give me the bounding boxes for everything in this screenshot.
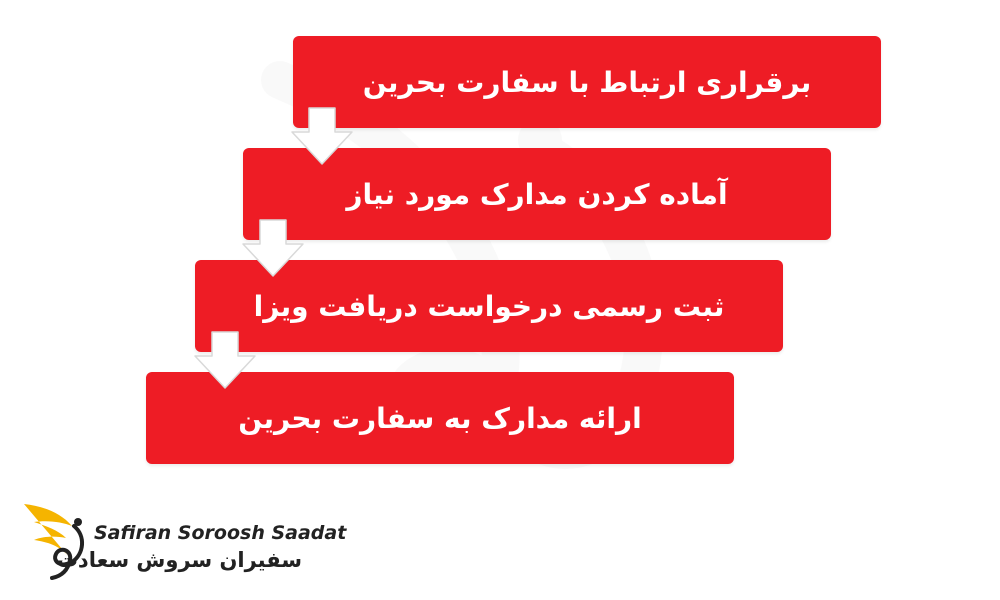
step-4-box: ارائه مدارک به سفارت بحرین [146, 372, 734, 464]
swan-wing-icon [24, 504, 84, 580]
arrow-down-icon [194, 331, 256, 389]
step-2-label: آماده کردن مدارک مورد نیاز [346, 177, 728, 211]
step-1-label: برقراری ارتباط با سفارت بحرین [362, 65, 812, 99]
logo-name-persian: سفیران سروش سعادت [56, 548, 302, 572]
step-2-box: آماده کردن مدارک مورد نیاز [243, 148, 831, 240]
step-4-label: ارائه مدارک به سفارت بحرین [238, 401, 642, 435]
step-3-box: ثبت رسمی درخواست دریافت ویزا [195, 260, 783, 352]
arrow-down-icon [291, 107, 353, 165]
step-3-label: ثبت رسمی درخواست دریافت ویزا [253, 289, 725, 323]
step-1-box: برقراری ارتباط با سفارت بحرین [293, 36, 881, 128]
arrow-down-icon [242, 219, 304, 277]
company-logo: Safiran Soroosh Saadat سفیران سروش سعادت [22, 496, 346, 582]
logo-name-english: Safiran Soroosh Saadat [94, 522, 347, 544]
